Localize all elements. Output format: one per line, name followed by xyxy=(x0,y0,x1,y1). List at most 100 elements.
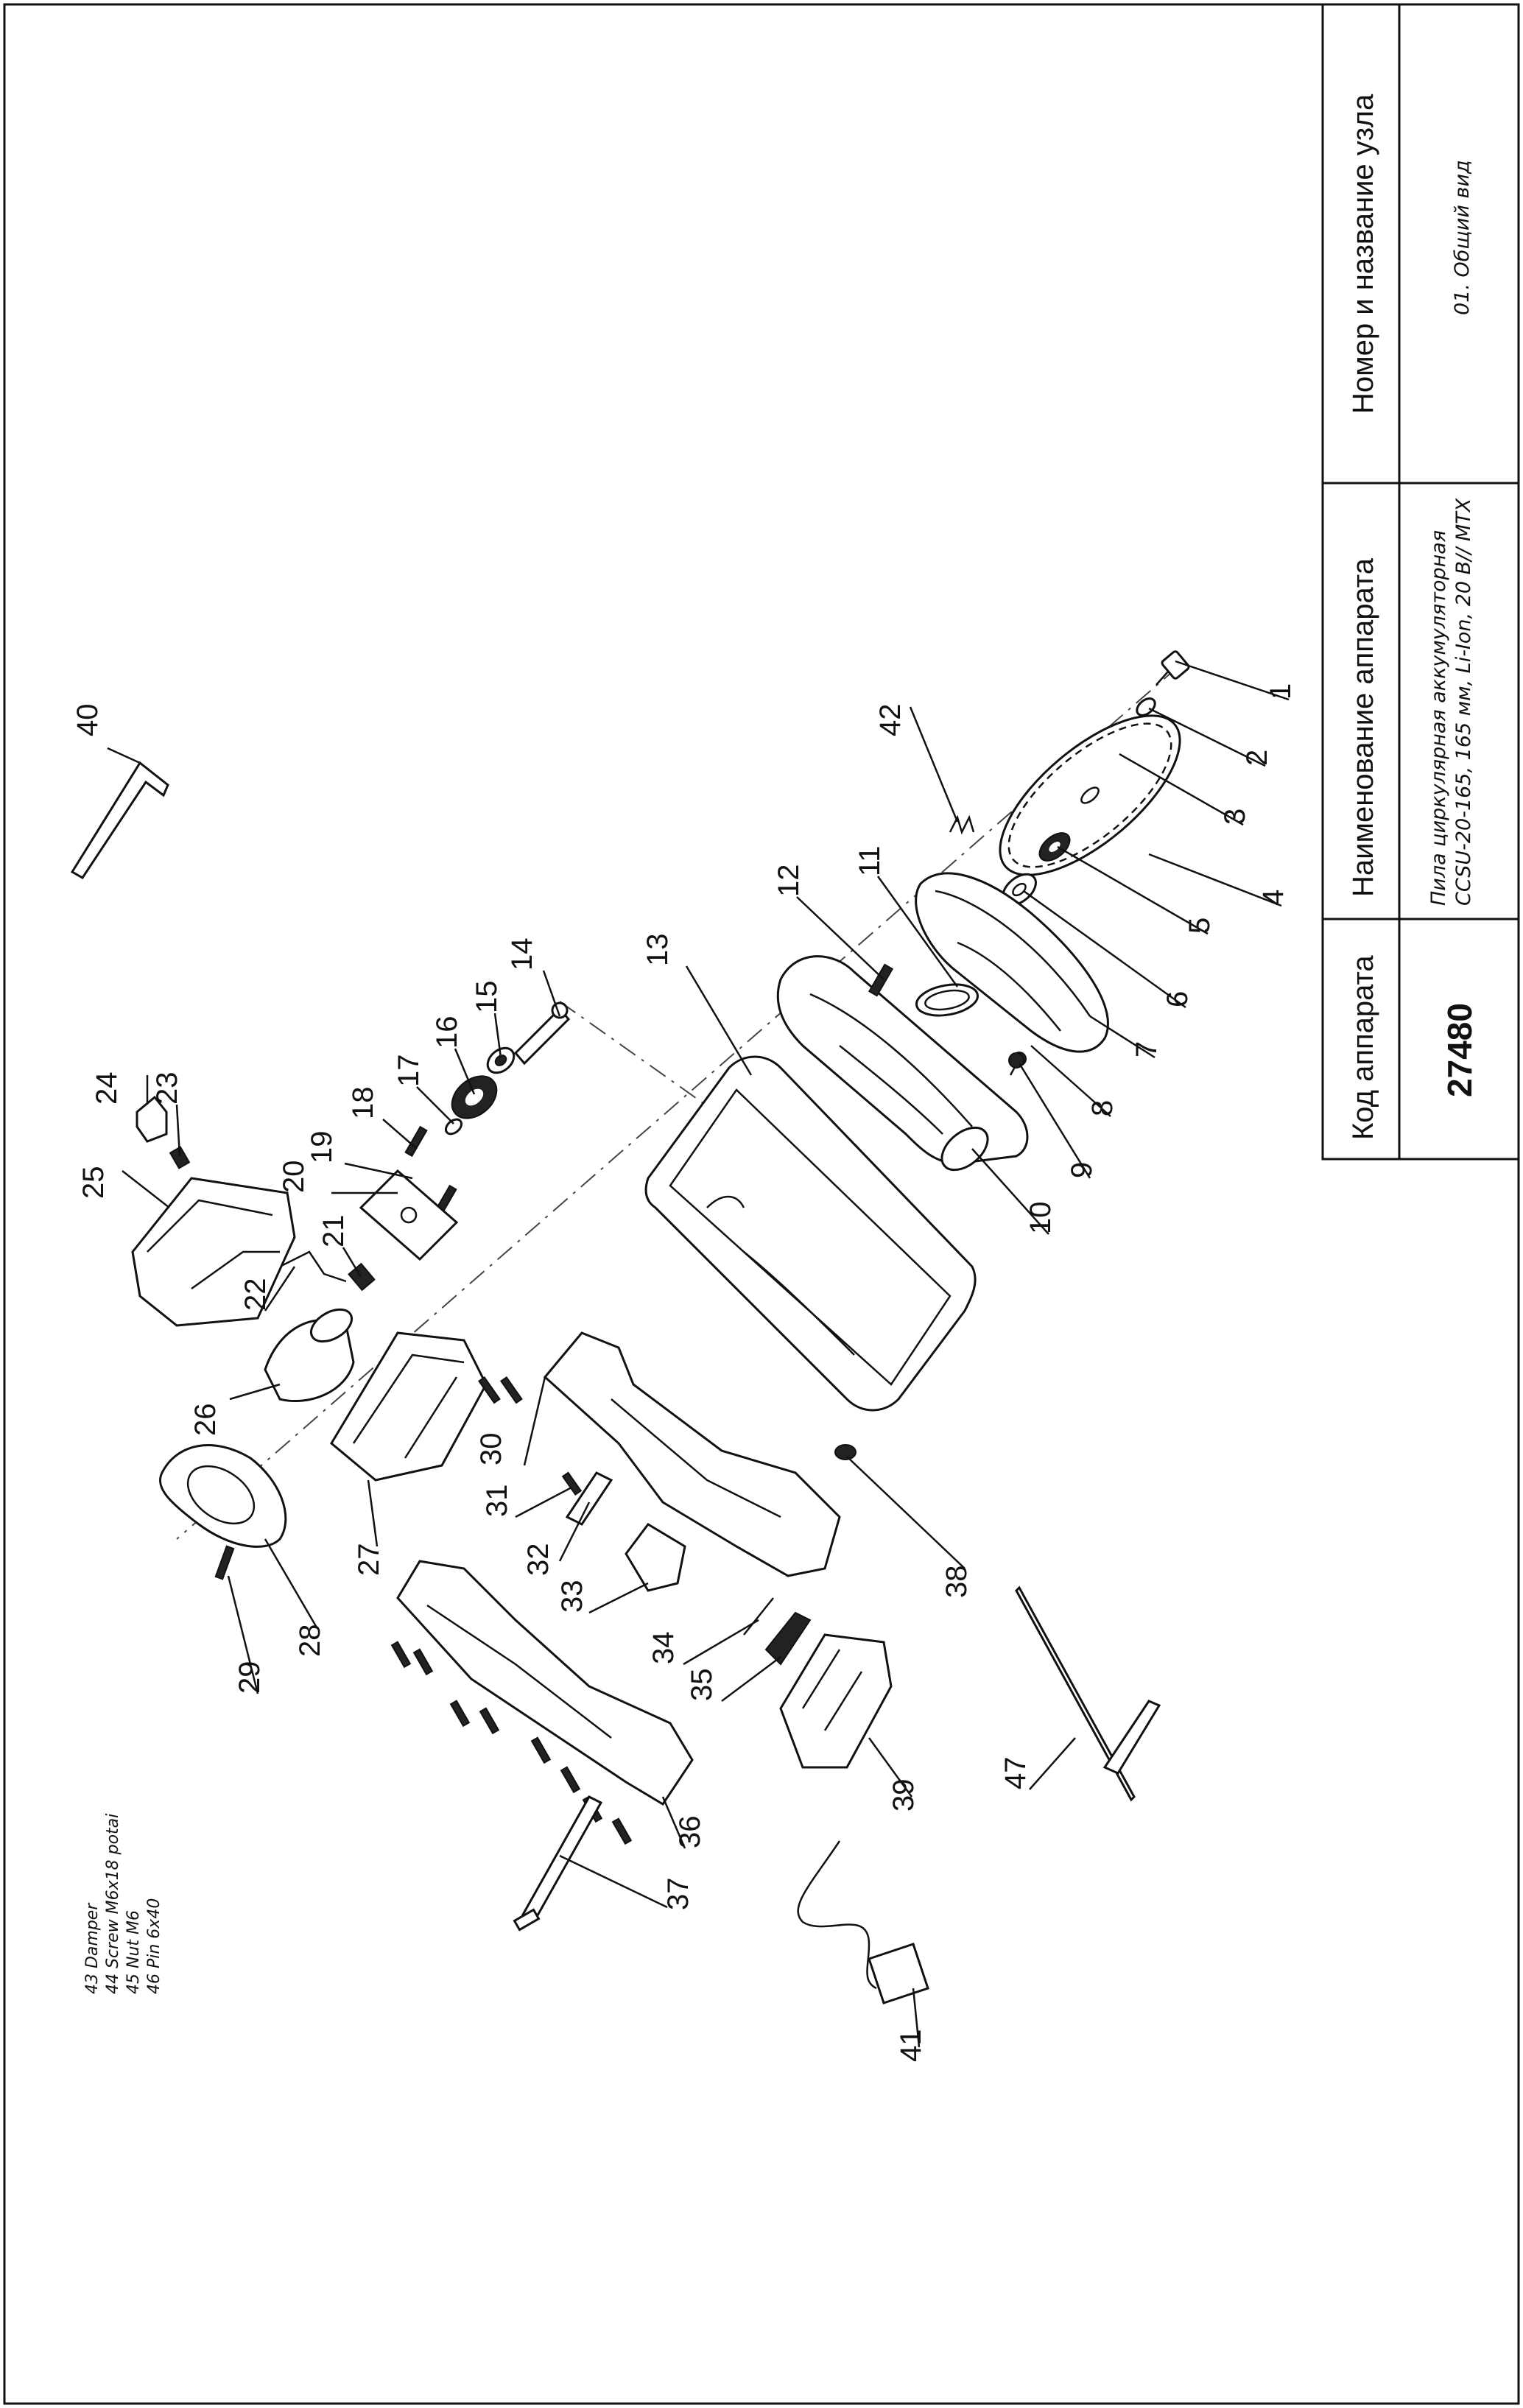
callout-3: 3 xyxy=(1219,809,1251,825)
note-line: 46 Pin 6x40 xyxy=(145,1898,163,1994)
callout-41: 41 xyxy=(895,2029,927,2063)
callout-leaders xyxy=(107,660,1290,2048)
blade-axis-centerline xyxy=(176,666,1179,1540)
header-unit-label: Номер и название узла xyxy=(1347,94,1379,414)
part-17-circlip-icon xyxy=(444,1118,463,1136)
callout-39: 39 xyxy=(887,1779,920,1812)
callout-12: 12 xyxy=(773,865,805,898)
part-handle-right-half-icon xyxy=(543,1331,841,1577)
part-29-screw-icon xyxy=(214,1545,235,1580)
callout-16: 16 xyxy=(431,1016,463,1049)
part-37-parallel-guide-bolt-icon xyxy=(513,1795,603,1932)
part-33-switch-icon xyxy=(625,1523,686,1592)
part-32-trigger-icon xyxy=(565,1471,613,1526)
callout-22: 22 xyxy=(239,1278,272,1312)
note-line: 45 Nut M6 xyxy=(124,1910,143,1994)
callout-9: 9 xyxy=(1066,1162,1098,1178)
title-block: Код аппарата Наименование аппарата Номер… xyxy=(1321,3,1520,1161)
callout-36: 36 xyxy=(674,1816,706,1849)
drawing-frame xyxy=(3,3,1520,2405)
callout-10: 10 xyxy=(1024,1202,1057,1235)
part-39-battery-icon xyxy=(779,1633,893,1769)
part-4-saw-blade-icon xyxy=(999,714,1181,876)
part-35-terminal-block-icon xyxy=(764,1611,812,1666)
callout-37: 37 xyxy=(662,1878,694,1911)
part-2-washer-icon xyxy=(1136,697,1156,717)
part-47-rip-fence-icon xyxy=(1015,1585,1161,1802)
callout-34: 34 xyxy=(647,1632,680,1665)
unit-name: 01. Общий вид xyxy=(1451,160,1474,315)
part-13-base-plate-icon xyxy=(644,1055,977,1412)
callout-32: 32 xyxy=(522,1543,555,1577)
part-40-hex-key-icon xyxy=(70,761,169,879)
part-41-charger-icon xyxy=(797,1840,929,2004)
callout-47: 47 xyxy=(999,1757,1032,1790)
device-code: 27480 xyxy=(1441,1003,1479,1097)
callout-27: 27 xyxy=(353,1543,385,1577)
callout-38: 38 xyxy=(940,1566,973,1599)
part-5-inner-flange-icon xyxy=(1038,832,1071,862)
header-device-name-label: Наименование аппарата xyxy=(1347,557,1379,897)
part-34-spring-icon xyxy=(743,1597,774,1636)
part-15-bearing-icon xyxy=(486,1046,516,1074)
callout-5: 5 xyxy=(1183,918,1216,934)
callout-28: 28 xyxy=(294,1624,326,1658)
part-30-screws-icon xyxy=(478,1376,523,1404)
part-36-handle-half-icon xyxy=(396,1560,694,1806)
callout-19: 19 xyxy=(306,1131,338,1164)
callout-2: 2 xyxy=(1241,750,1273,766)
device-name-line-1: Пила циркулярная аккумуляторная xyxy=(1427,530,1450,906)
callout-33: 33 xyxy=(556,1580,588,1613)
callout-6: 6 xyxy=(1161,991,1194,1007)
callout-13: 13 xyxy=(641,934,674,967)
device-name-line-2: CCSU-20-165, 165 мм, Li-Ion, 20 В// MTX xyxy=(1452,498,1475,906)
part-28-motor-cover-icon xyxy=(158,1444,287,1548)
part-handle-screws-icon xyxy=(390,1641,633,1845)
callout-29: 29 xyxy=(233,1661,266,1694)
header-code-label: Код аппарата xyxy=(1347,955,1379,1140)
callout-25: 25 xyxy=(77,1166,110,1200)
callout-4: 4 xyxy=(1257,890,1290,906)
callout-31: 31 xyxy=(481,1485,513,1518)
callout-24: 24 xyxy=(91,1072,123,1105)
part-25-gear-housing-icon xyxy=(131,1177,296,1327)
part-14-spindle-icon xyxy=(513,1001,571,1066)
callout-8: 8 xyxy=(1086,1100,1119,1116)
part-12-screw-icon xyxy=(868,963,894,997)
callout-numbers: 1 2 3 4 5 6 7 8 9 10 11 12 13 14 15 16 1… xyxy=(71,683,1297,2062)
callout-14: 14 xyxy=(506,938,538,971)
part-27-motor-housing-icon xyxy=(330,1331,488,1482)
part-38-nut-icon xyxy=(834,1444,857,1460)
callout-7: 7 xyxy=(1130,1041,1163,1057)
part-20-gearbox-plate-icon xyxy=(359,1169,459,1261)
part-23-spring-icon xyxy=(169,1146,191,1169)
part-16-gear-icon xyxy=(451,1075,498,1119)
callout-17: 17 xyxy=(393,1055,425,1088)
callout-1: 1 xyxy=(1265,683,1297,700)
callout-23: 23 xyxy=(151,1072,183,1105)
callout-42: 42 xyxy=(874,704,907,737)
callout-40: 40 xyxy=(71,704,104,737)
part-10-upper-guard-icon xyxy=(776,955,1029,1172)
callout-20: 20 xyxy=(278,1161,310,1194)
part-1-bolt-icon xyxy=(1156,650,1190,686)
note-line: 43 Damper xyxy=(83,1902,102,1994)
callout-26: 26 xyxy=(189,1404,222,1437)
part-18-screw-icon xyxy=(404,1125,428,1158)
callout-35: 35 xyxy=(686,1669,718,1702)
part-22-spring-clip-icon xyxy=(279,1250,347,1283)
part-31-screw-icon xyxy=(561,1471,583,1496)
part-11-ring-icon xyxy=(915,983,979,1017)
callout-30: 30 xyxy=(475,1433,507,1466)
callout-15: 15 xyxy=(471,981,503,1014)
part-42-spring-icon xyxy=(949,814,975,835)
part-24-lock-button-icon xyxy=(136,1095,168,1143)
part-7-lower-guard-icon xyxy=(915,872,1109,1053)
callout-18: 18 xyxy=(347,1087,379,1120)
callout-11: 11 xyxy=(854,845,886,876)
callout-21: 21 xyxy=(317,1215,350,1248)
part-21-pinion-icon xyxy=(348,1262,376,1292)
part-26-motor-icon xyxy=(264,1308,355,1403)
